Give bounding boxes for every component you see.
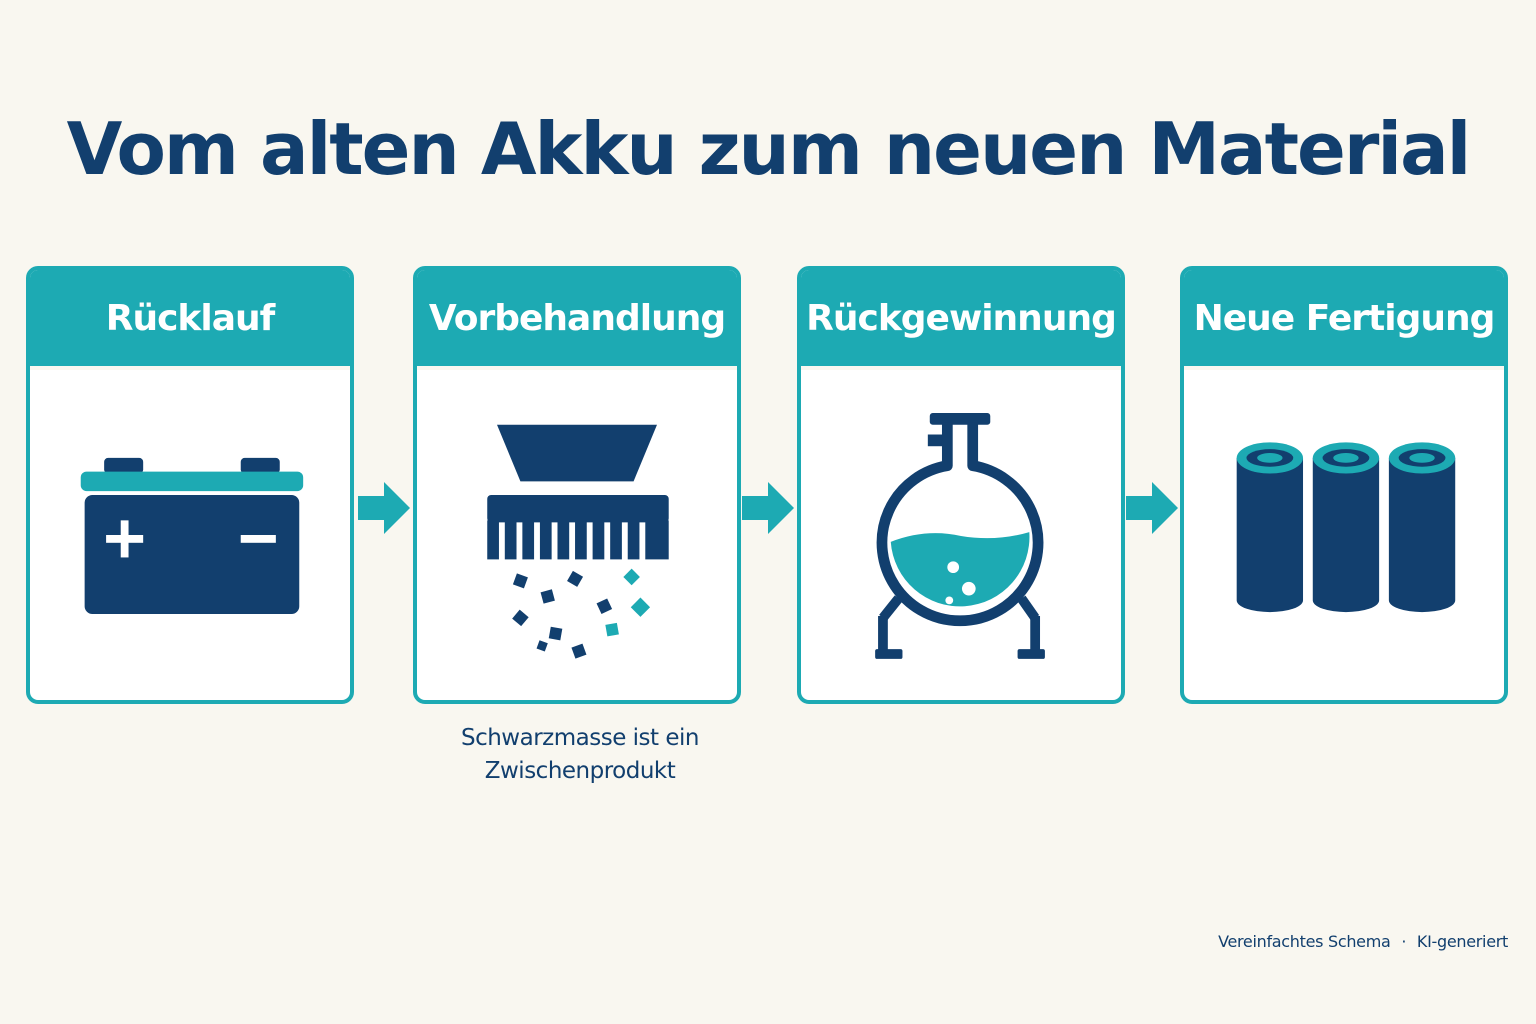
arrow-right-icon xyxy=(1126,482,1178,534)
step-card-rueckgewinnung: Rückgewinnung xyxy=(797,266,1125,704)
arrow-right-icon xyxy=(358,482,410,534)
caption-line: Schwarzmasse ist ein xyxy=(460,725,700,751)
battery-cells-icon xyxy=(1236,442,1456,613)
footer-ai: KI-generiert xyxy=(1416,932,1508,951)
footer-note: Vereinfachtes Schema · KI-generiert xyxy=(1218,932,1508,951)
step-title: Rücklauf xyxy=(30,270,350,370)
car-battery-icon xyxy=(80,457,304,615)
step-card-neue-fertigung: Neue Fertigung xyxy=(1180,266,1508,704)
step-title: Neue Fertigung xyxy=(1184,270,1504,370)
footer-schema: Vereinfachtes Schema xyxy=(1218,932,1391,951)
step-caption: Schwarzmasse ist ein Zwischenprodukt xyxy=(410,722,750,788)
caption-line: Zwischenprodukt xyxy=(484,758,676,784)
step-card-vorbehandlung: Vorbehandlung xyxy=(413,266,741,704)
page-title: Vom alten Akku zum neuen Material xyxy=(66,107,1472,191)
footer-separator: · xyxy=(1401,932,1407,951)
step-card-ruecklauf: Rücklauf xyxy=(26,266,354,704)
shredder-icon xyxy=(487,424,669,659)
step-title: Rückgewinnung xyxy=(801,270,1121,370)
arrow-right-icon xyxy=(742,482,794,534)
reactor-flask-icon xyxy=(875,413,1045,659)
step-title: Vorbehandlung xyxy=(417,270,737,370)
